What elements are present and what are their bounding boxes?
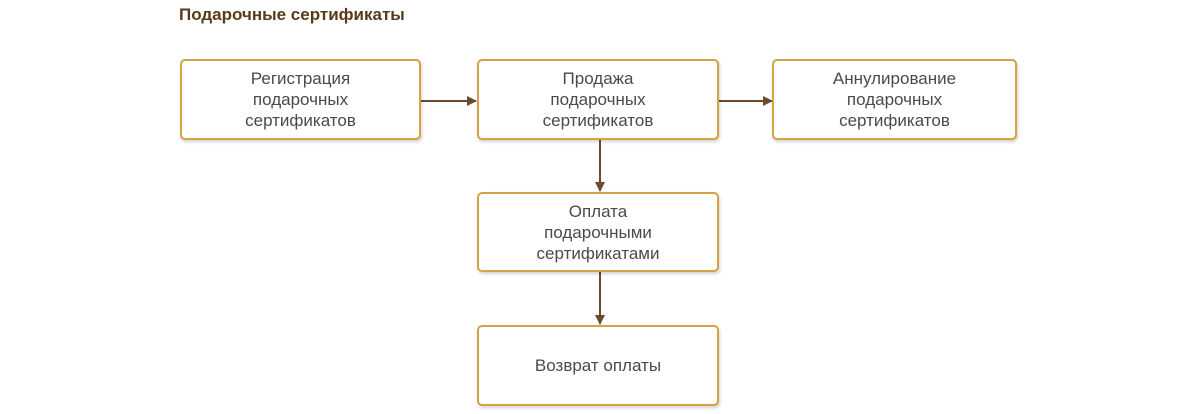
- page-title: Подарочные сертификаты: [179, 5, 405, 24]
- node-label: Оплата подарочными сертификатами: [536, 201, 660, 263]
- node-label: Возврат оплаты: [534, 356, 662, 375]
- node-cancellation[interactable]: Аннулирование подарочных сертификатов: [772, 59, 1017, 140]
- node-label: Регистрация подарочных сертификатов: [245, 69, 356, 130]
- node-label: Продажа подарочных сертификатов: [542, 69, 654, 130]
- node-sale[interactable]: Продажа подарочных сертификатов: [477, 59, 719, 140]
- node-refund[interactable]: Возврат оплаты: [477, 325, 719, 406]
- node-payment[interactable]: Оплата подарочными сертификатами: [477, 192, 719, 272]
- node-label: Аннулирование подарочных сертификатов: [832, 69, 957, 130]
- node-registration[interactable]: Регистрация подарочных сертификатов: [180, 59, 421, 140]
